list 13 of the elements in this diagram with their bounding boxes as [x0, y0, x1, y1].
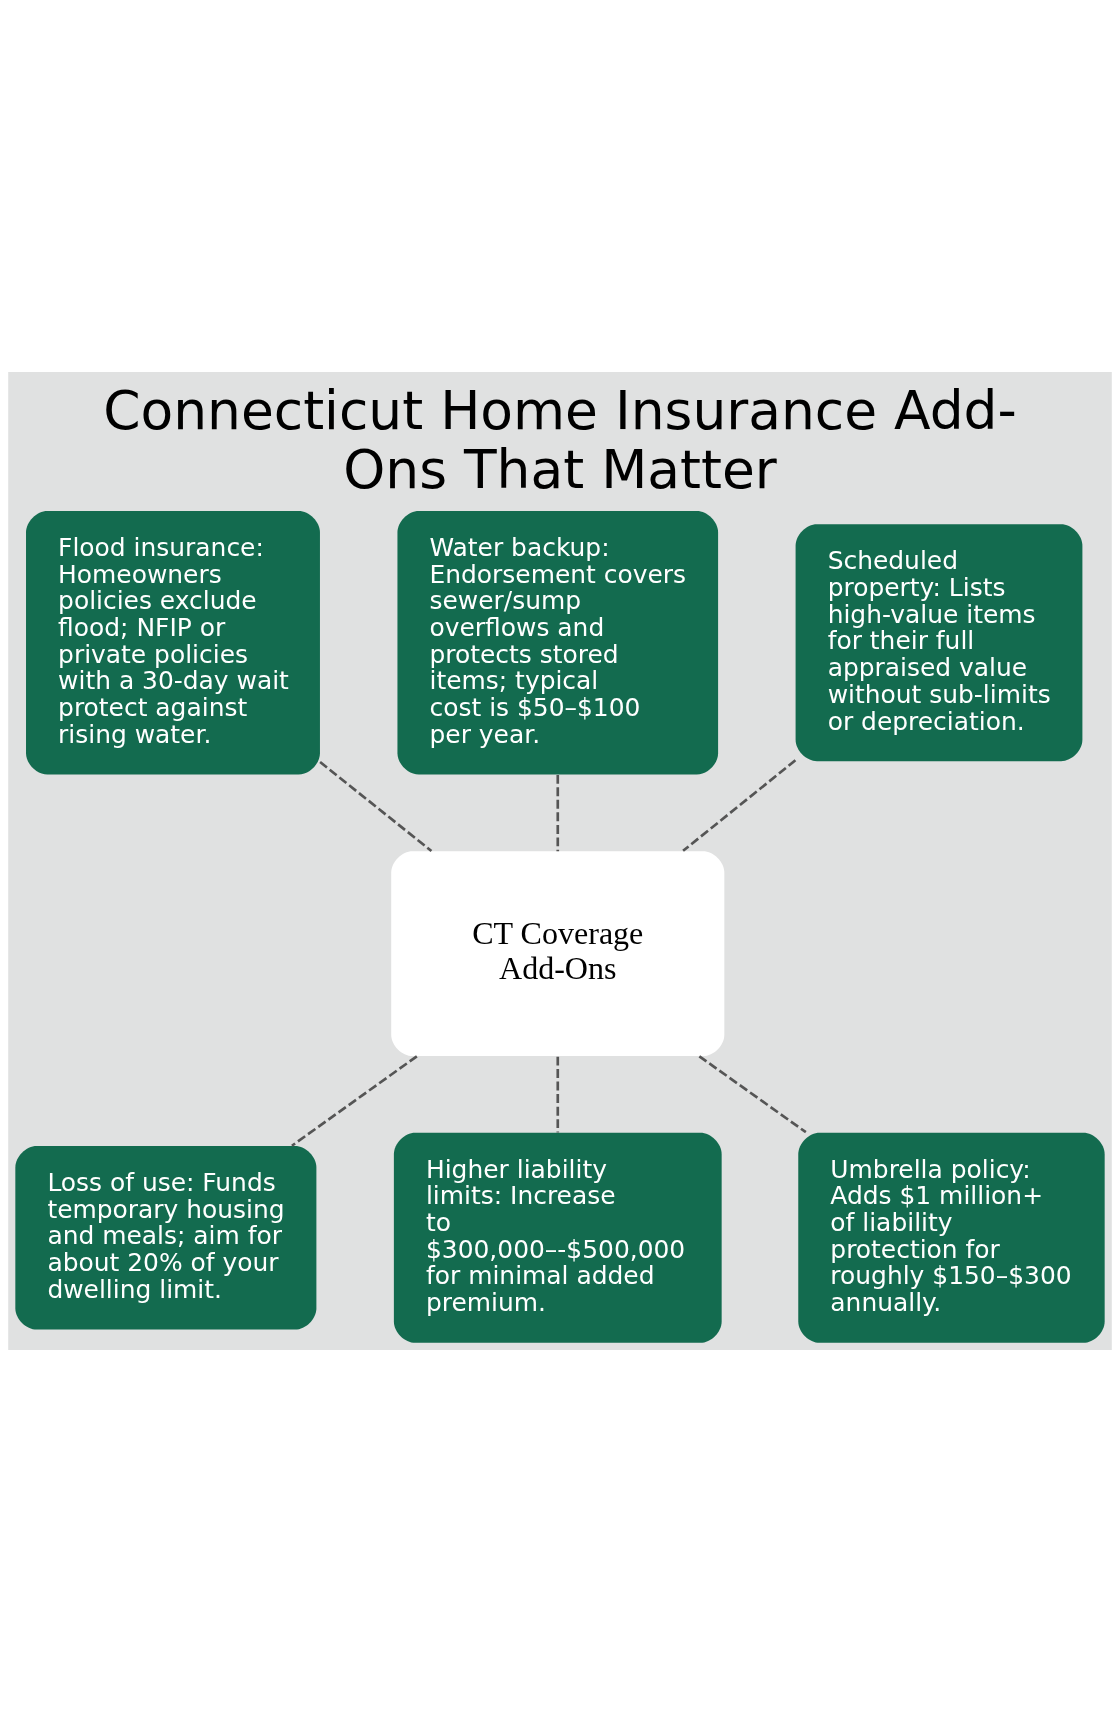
connector [682, 759, 797, 852]
connector [291, 1055, 418, 1147]
connector [556, 774, 560, 852]
connector [319, 761, 433, 852]
node-box: Water backup: Endorsement covers sewer/sump overflows and protects stored items; typical cost is $50–$100 per year. [397, 510, 719, 775]
diagram-title: Connecticut Home Insurance Add-Ons That Matter [103, 379, 1017, 501]
node-box: Scheduled property: Lists high-value items for their full appraised value without sub-limits or depreciation. [795, 524, 1083, 762]
node-box: Loss of use: Funds temporary housing and meals; aim for about 20% of your dwelling limit. [15, 1146, 317, 1330]
node-box: CT Coverage Add-Ons [391, 851, 725, 1057]
node-box: Umbrella policy: Adds $1 million+ of liability protection for roughly $150–$300 annually. [798, 1132, 1105, 1343]
connector [698, 1055, 807, 1134]
node-box: Flood insurance: Homeowners policies exclude flood; NFIP or private policies with a 30-day wait protect against rising water. [26, 510, 320, 775]
node-box: Higher liability limits: Increase to $300,000–-$500,000 for minimal added premium. [393, 1132, 722, 1343]
